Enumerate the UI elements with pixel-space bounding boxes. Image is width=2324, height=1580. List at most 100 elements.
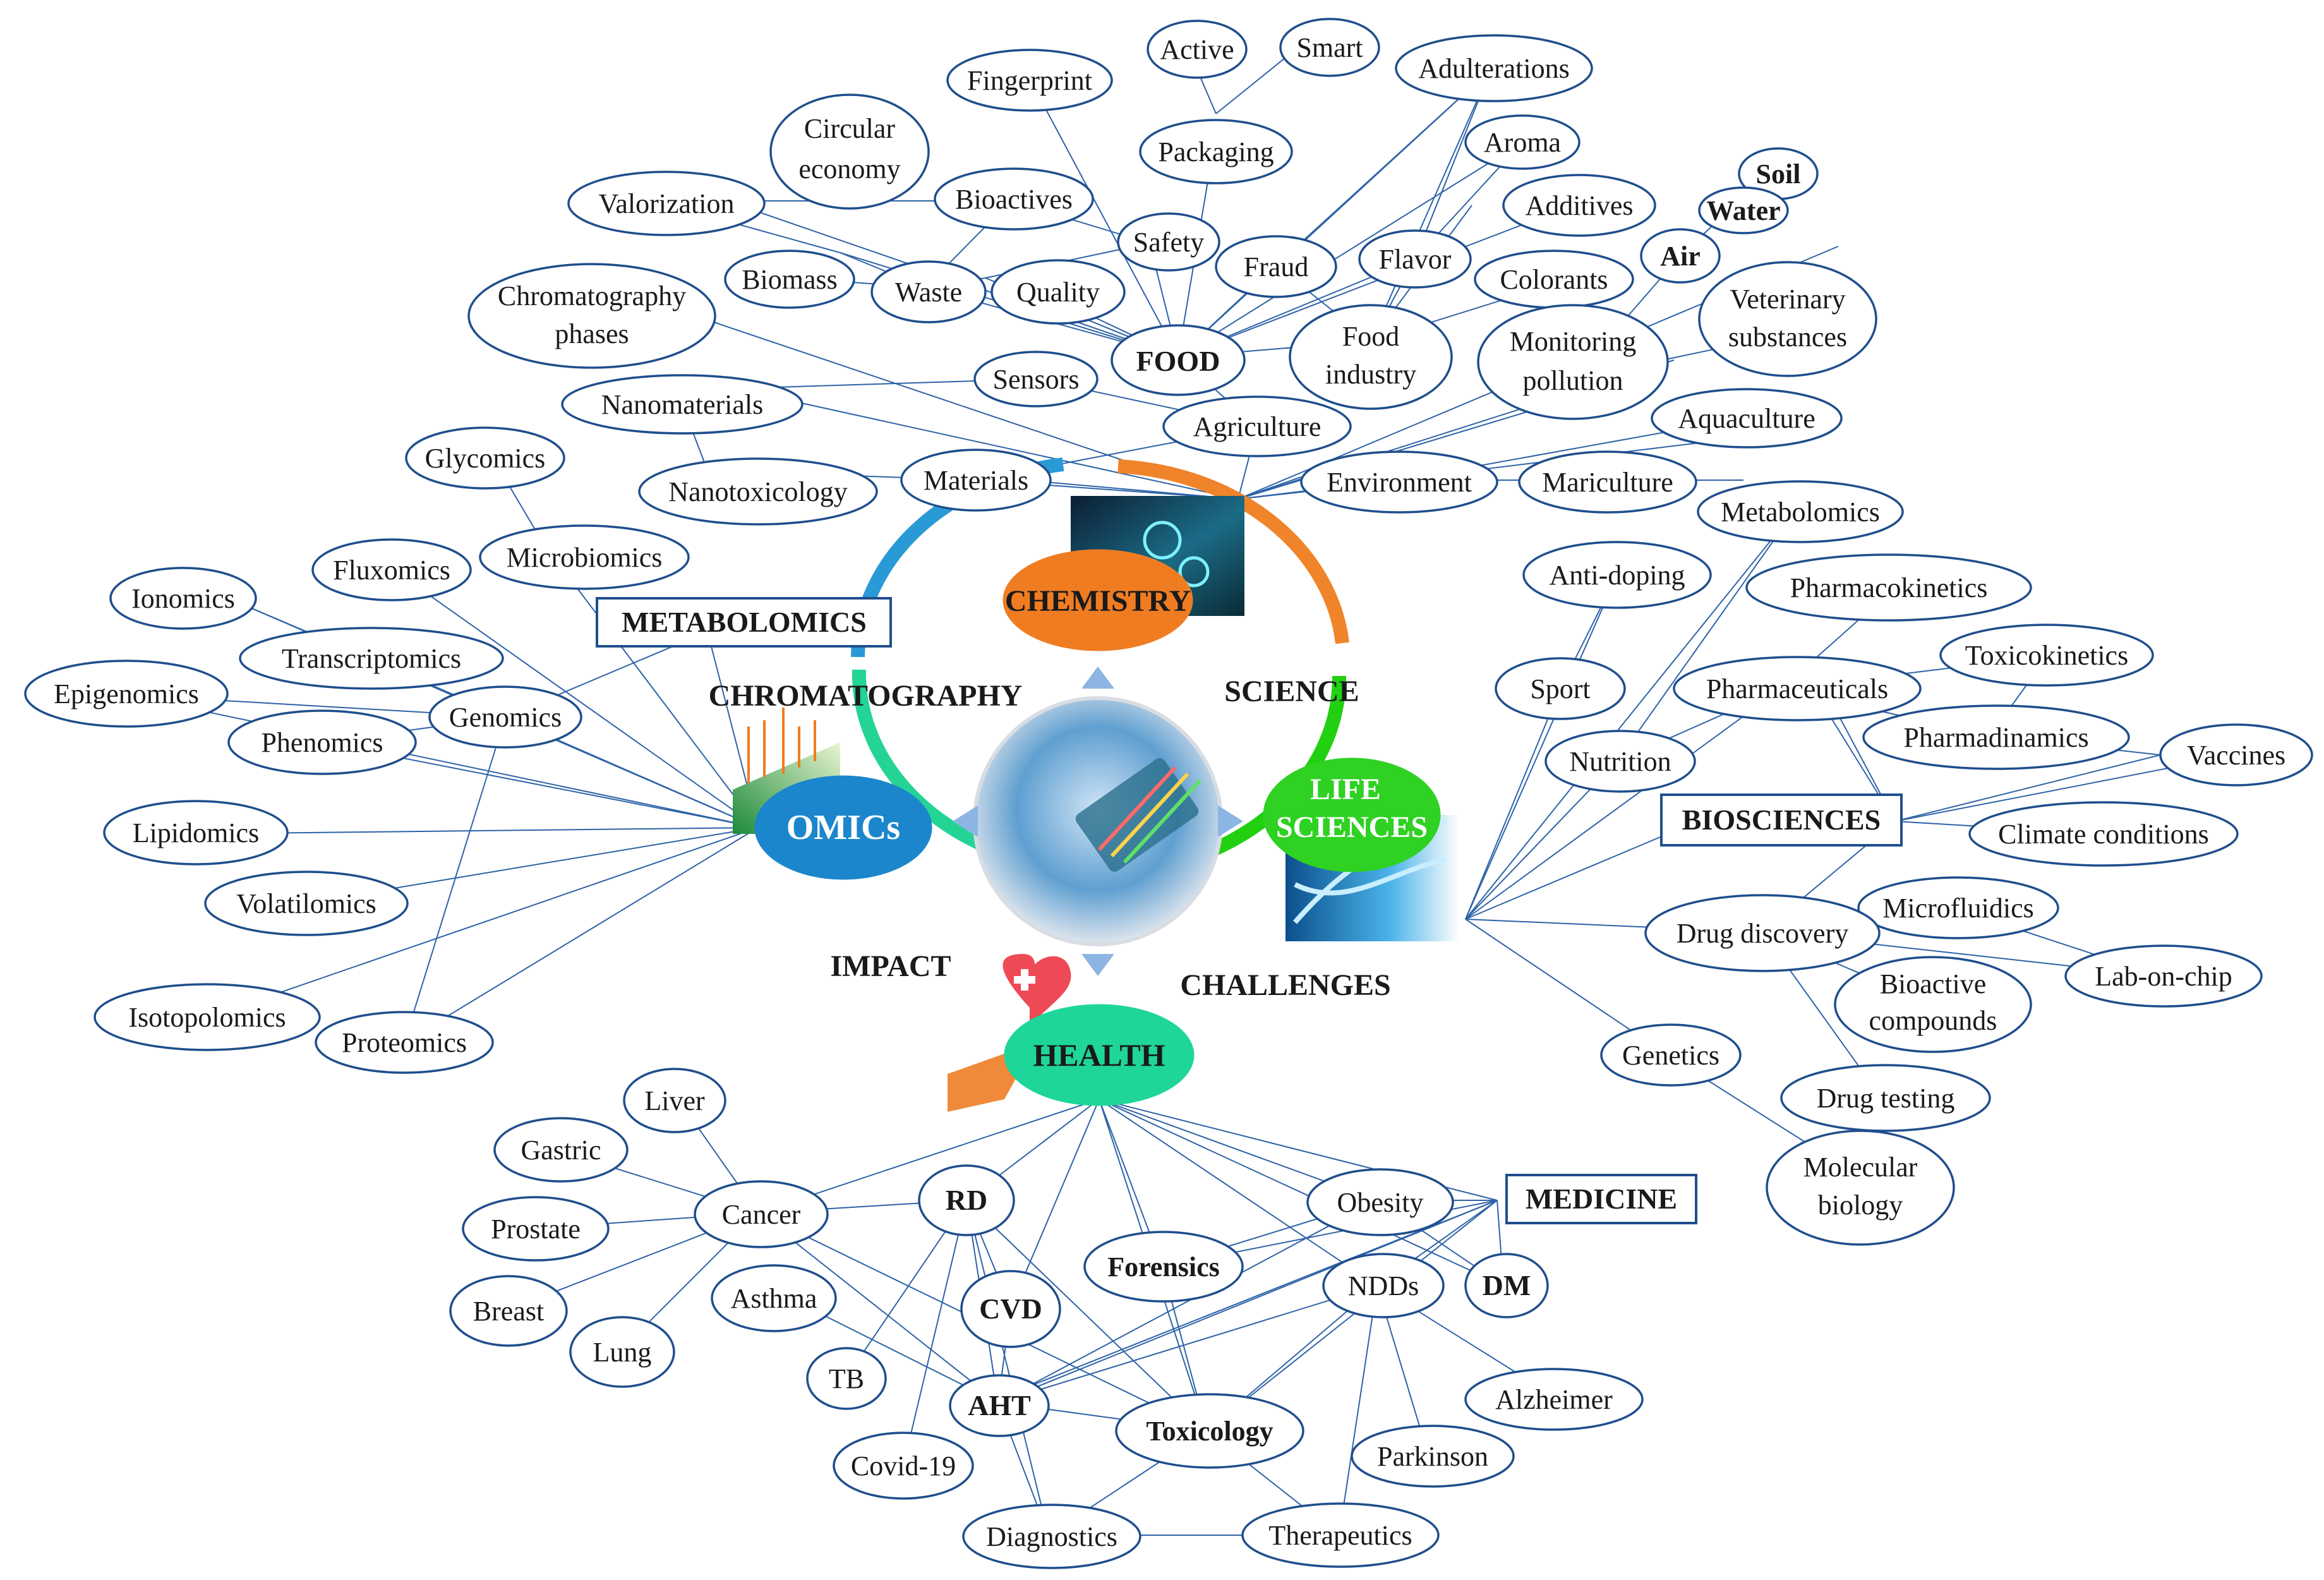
node-therapeutics[interactable]: Therapeutics (1241, 1502, 1440, 1568)
node-prostate[interactable]: Prostate (462, 1196, 610, 1262)
node-glycomics[interactable]: Glycomics (405, 426, 565, 490)
node-sensors[interactable]: Sensors (973, 351, 1099, 407)
node-alzheimer[interactable]: Alzheimer (1464, 1368, 1644, 1431)
node-food[interactable]: FOOD (1111, 324, 1246, 396)
node-nanotoxicology[interactable]: Nanotoxicology (638, 457, 878, 526)
node-gastric[interactable]: Gastric (493, 1117, 629, 1183)
node-covid-19[interactable]: Covid-19 (833, 1432, 974, 1500)
node-smart[interactable]: Smart (1279, 18, 1380, 77)
node-mariculture[interactable]: Mariculture (1518, 450, 1697, 514)
hub-chemistry[interactable]: CHEMISTRY (1002, 549, 1193, 651)
node-lipidomics[interactable]: Lipidomics (103, 800, 289, 865)
node-bioactives[interactable]: Bioactives (934, 167, 1094, 231)
node-pharmadinamics[interactable]: Pharmadinamics (1862, 704, 2130, 770)
node-drug-discovery[interactable]: Drug discovery (1644, 894, 1881, 972)
cross-icon (1021, 969, 1028, 991)
node-drug-testing[interactable]: Drug testing (1780, 1064, 1991, 1132)
node-microbiomics[interactable]: Microbiomics (479, 524, 690, 590)
node-rd[interactable]: RD (918, 1164, 1015, 1236)
node-agriculture[interactable]: Agriculture (1162, 395, 1352, 457)
node-toxicology[interactable]: Toxicology (1115, 1393, 1304, 1469)
node-forensics[interactable]: Forensics (1083, 1231, 1244, 1303)
node-pharmacokinetics[interactable]: Pharmacokinetics (1745, 553, 2032, 622)
node-safety[interactable]: Safety (1117, 212, 1220, 272)
node-fraud[interactable]: Fraud (1215, 235, 1337, 298)
node-isotopolomics[interactable]: Isotopolomics (93, 983, 321, 1051)
node-lab-on-chip[interactable]: Lab-on-chip (2064, 944, 2263, 1008)
node-metabolomics[interactable]: Metabolomics (1697, 480, 1904, 543)
node-waste[interactable]: Waste (870, 260, 987, 323)
dna-helix-icon (1294, 857, 1447, 896)
hub-health[interactable]: HEALTH (1004, 1004, 1195, 1106)
box-biosciences[interactable]: BIOSCIENCES (1660, 793, 1903, 847)
svg-text:Anti-doping: Anti-doping (1549, 560, 1685, 591)
node-pharmaceuticals[interactable]: Pharmaceuticals (1673, 656, 1922, 721)
node-genetics[interactable]: Genetics (1600, 1023, 1742, 1087)
node-ionomics[interactable]: Ionomics (109, 567, 257, 630)
node-quality[interactable]: Quality (990, 259, 1126, 325)
node-water[interactable]: Water (1698, 186, 1789, 234)
svg-text:Smart: Smart (1296, 32, 1363, 63)
node-ndds[interactable]: NDDs (1322, 1253, 1445, 1318)
svg-text:Volatilomics: Volatilomics (236, 888, 376, 919)
node-sport[interactable]: Sport (1495, 657, 1626, 720)
node-asthma[interactable]: Asthma (711, 1264, 837, 1332)
node-nutrition[interactable]: Nutrition (1544, 730, 1696, 793)
node-vaccines[interactable]: Vaccines (2159, 723, 2313, 787)
box-metabolomics[interactable]: METABOLOMICS (596, 597, 892, 648)
box-medicine[interactable]: MEDICINE (1505, 1174, 1697, 1224)
node-active[interactable]: Active (1147, 20, 1248, 79)
node-phenomics[interactable]: Phenomics (227, 709, 417, 775)
node-breast[interactable]: Breast (449, 1275, 568, 1347)
hub-life-sciences[interactable]: LIFE SCIENCES (1263, 757, 1441, 872)
node-dm[interactable]: DM (1464, 1253, 1549, 1318)
svg-text:Transcriptomics: Transcriptomics (282, 643, 461, 674)
node-climate-conditions[interactable]: Climate conditions (1968, 801, 2239, 867)
node-packaging[interactable]: Packaging (1139, 119, 1293, 184)
svg-text:Active: Active (1160, 34, 1234, 65)
node-transcriptomics[interactable]: Transcriptomics (239, 627, 504, 690)
node-cvd[interactable]: CVD (960, 1270, 1061, 1348)
node-adulterations[interactable]: Adulterations (1395, 34, 1593, 102)
node-aht[interactable]: AHT (949, 1374, 1050, 1437)
node-anti-doping[interactable]: Anti-doping (1522, 541, 1712, 609)
node-biomass[interactable]: Biomass (724, 250, 855, 309)
svg-text:Bioactives: Bioactives (955, 184, 1073, 215)
svg-text:Flavor: Flavor (1379, 244, 1452, 275)
node-valorization[interactable]: Valorization (567, 171, 766, 236)
node-aquaculture[interactable]: Aquaculture (1651, 388, 1843, 449)
node-fingerprint[interactable]: Fingerprint (946, 49, 1113, 112)
hub-omics[interactable]: OMICs (754, 775, 932, 880)
node-nanomaterials[interactable]: Nanomaterials (561, 374, 804, 435)
node-obesity[interactable]: Obesity (1306, 1168, 1454, 1236)
node-flavor[interactable]: Flavor (1358, 229, 1472, 289)
svg-text:Microfluidics: Microfluidics (1882, 893, 2034, 924)
node-additives[interactable]: Additives (1502, 174, 1656, 237)
hub-chemistry-label: CHEMISTRY (1005, 584, 1191, 618)
node-air[interactable]: Air (1640, 228, 1721, 284)
node-diagnostics[interactable]: Diagnostics (962, 1504, 1141, 1569)
node-cancer[interactable]: Cancer (694, 1180, 829, 1248)
node-fluxomics[interactable]: Fluxomics (311, 538, 472, 601)
node-aroma[interactable]: Aroma (1464, 114, 1580, 170)
node-parkinson[interactable]: Parkinson (1351, 1425, 1515, 1488)
node-tb[interactable]: TB (806, 1347, 887, 1410)
node-liver[interactable]: Liver (623, 1068, 726, 1133)
node-microfluidics[interactable]: Microfluidics (1857, 876, 2059, 939)
node-epigenomics[interactable]: Epigenomics (24, 660, 229, 728)
node-lung[interactable]: Lung (569, 1316, 675, 1388)
node-genomics[interactable]: Genomics (428, 685, 582, 749)
node-materials[interactable]: Materials (900, 449, 1052, 512)
node-volatilomics[interactable]: Volatilomics (204, 871, 409, 936)
node-proteomics[interactable]: Proteomics (315, 1011, 494, 1074)
node-colorants[interactable]: Colorants (1474, 250, 1634, 309)
node-toxicokinetics[interactable]: Toxicokinetics (1939, 624, 2154, 687)
node-environment[interactable]: Environment (1300, 450, 1498, 514)
